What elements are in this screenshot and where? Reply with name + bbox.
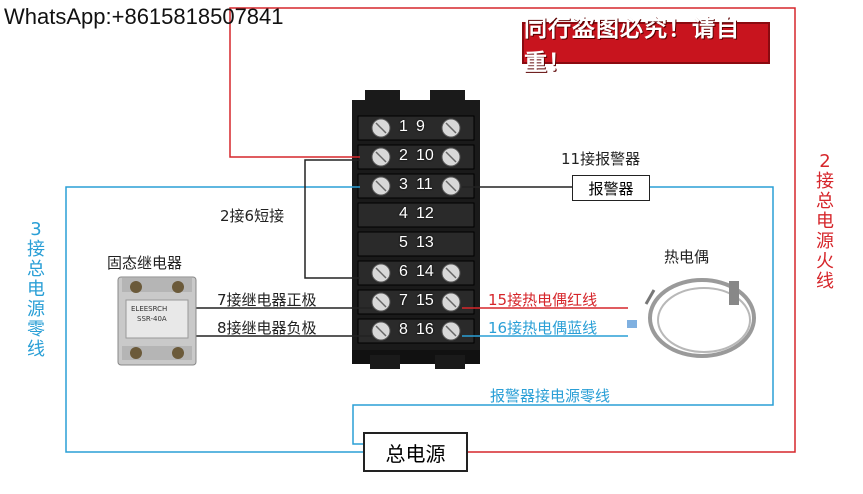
tc-red-label: 15接热电偶红线 bbox=[488, 291, 598, 309]
terminal-row bbox=[357, 202, 475, 228]
relay-negative-label: 8接继电器负极 bbox=[217, 319, 317, 337]
watermark-text: WhatsApp:+8615818507841 bbox=[4, 4, 284, 29]
thermocouple-probe bbox=[627, 278, 756, 358]
terminal-number-left: 4 bbox=[399, 205, 408, 222]
thermocouple-label: 热电偶 bbox=[664, 248, 710, 266]
terminal-number-left: 7 bbox=[399, 292, 408, 309]
terminal-number-right: 12 bbox=[416, 205, 434, 222]
relay-brand: ELEESRCH bbox=[131, 305, 168, 313]
relay-model: SSR-40A bbox=[137, 315, 167, 323]
terminal-number-left: 8 bbox=[399, 321, 408, 338]
live-wire-red bbox=[229, 7, 796, 453]
short-wire-2-6 bbox=[304, 159, 360, 279]
terminal-number-left: 5 bbox=[399, 234, 408, 251]
neutral-wire-blue bbox=[65, 186, 363, 453]
terminal-number-left: 2 bbox=[399, 147, 408, 164]
alarm-terminal-label: 11接报警器 bbox=[561, 150, 641, 168]
terminal-row bbox=[357, 144, 475, 170]
terminal-row bbox=[357, 318, 475, 344]
left-side-label: 3接总电源零线 bbox=[27, 219, 45, 360]
alarm-box: 报警器 bbox=[572, 175, 650, 201]
terminal-number-right: 14 bbox=[416, 263, 434, 280]
terminal-row bbox=[357, 173, 475, 199]
terminal-row bbox=[357, 289, 475, 315]
solid-state-relay bbox=[117, 276, 197, 366]
relay-title: 固态继电器 bbox=[107, 254, 183, 272]
terminal-number-right: 11 bbox=[416, 176, 433, 193]
main-power-box: 总电源 bbox=[363, 432, 468, 472]
relay-positive-label: 7接继电器正极 bbox=[217, 291, 317, 309]
terminal-number-left: 1 bbox=[399, 118, 408, 135]
terminal-row bbox=[357, 260, 475, 286]
terminal-number-right: 16 bbox=[416, 321, 434, 338]
alarm-neutral-wire bbox=[352, 186, 774, 445]
tc-blue-label: 16接热电偶蓝线 bbox=[488, 319, 598, 337]
terminal-number-left: 3 bbox=[399, 176, 408, 193]
terminal-block bbox=[352, 90, 480, 369]
alarm-neutral-label: 报警器接电源零线 bbox=[490, 387, 611, 405]
terminal-number-right: 10 bbox=[416, 147, 434, 164]
terminal-number-right: 15 bbox=[416, 292, 434, 309]
short-label: 2接6短接 bbox=[220, 207, 285, 225]
right-side-label: 2接总电源火线 bbox=[816, 151, 834, 292]
terminal-row bbox=[357, 231, 475, 257]
copyright-banner: 同行盗图必究！请自重！ bbox=[522, 16, 770, 76]
terminal-number-left: 6 bbox=[399, 263, 408, 280]
terminal-row bbox=[357, 115, 475, 141]
terminal-number-right: 9 bbox=[416, 118, 425, 135]
terminal-number-right: 13 bbox=[416, 234, 434, 251]
